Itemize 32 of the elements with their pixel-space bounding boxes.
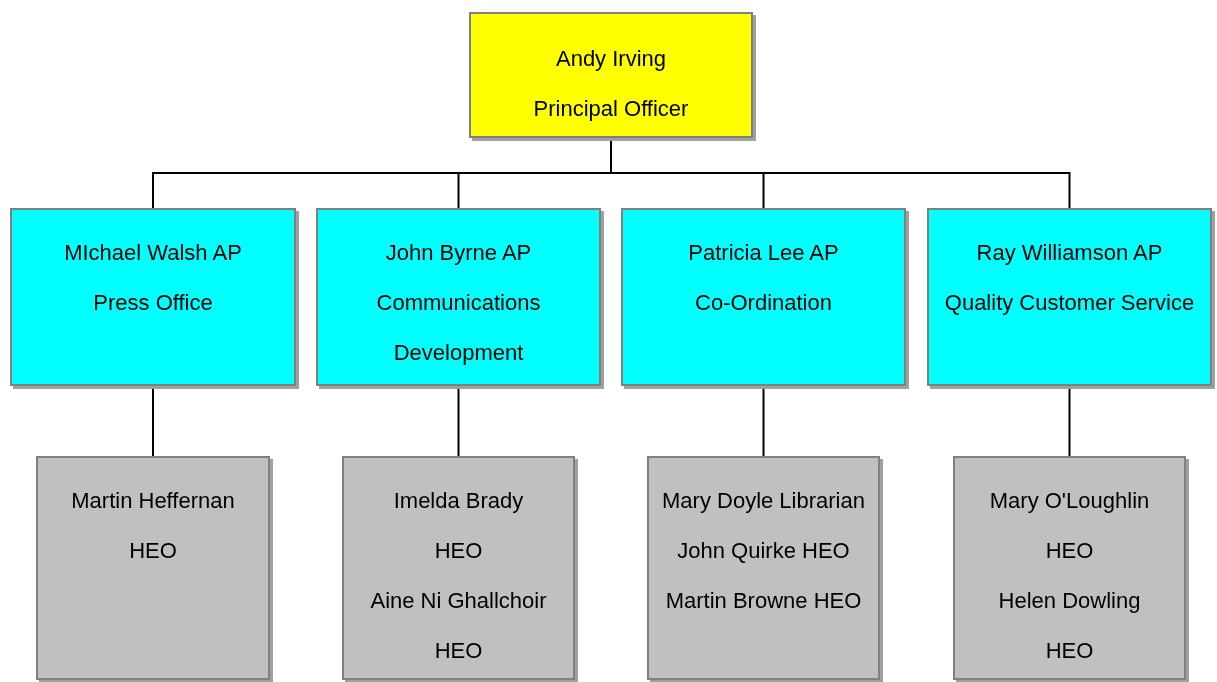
org-box [927, 208, 1212, 386]
org-box [621, 208, 906, 386]
org-text: Aine Ni Ghallchoir [369, 587, 548, 615]
org-text: HEO [433, 637, 484, 665]
org-text: Andy Irving [554, 45, 668, 73]
org-box [10, 208, 296, 386]
org-text: Martin Browne HEO [664, 587, 863, 615]
org-text: John Byrne AP [384, 239, 533, 267]
org-text: Press Office [92, 289, 214, 317]
org-text: Helen Dowling [997, 587, 1142, 615]
org-box [469, 12, 753, 138]
org-text: John Quirke HEO [676, 537, 851, 565]
org-text: HEO [1044, 537, 1095, 565]
org-text: Martin Heffernan [70, 487, 236, 515]
org-box [647, 456, 880, 680]
org-text: Quality Customer Service [943, 289, 1196, 317]
org-text: Mary O'Loughlin [988, 487, 1151, 515]
org-text: Ray Williamson AP [975, 239, 1164, 267]
org-text: HEO [128, 537, 178, 565]
org-text: Communications Development [375, 289, 542, 367]
org-text: HEO [433, 537, 484, 565]
org-text: HEO [1044, 637, 1095, 665]
org-text: Imelda Brady [392, 487, 525, 515]
org-box [342, 456, 575, 680]
org-text: Mary Doyle Librarian [661, 487, 866, 515]
org-box [953, 456, 1186, 680]
org-text: Principal Officer [532, 95, 690, 123]
org-text: Co-Ordination [694, 289, 833, 317]
org-text: MIchael Walsh AP [63, 239, 243, 267]
org-text: Patricia Lee AP [687, 239, 840, 267]
org-box [316, 208, 601, 386]
org-box [36, 456, 270, 680]
